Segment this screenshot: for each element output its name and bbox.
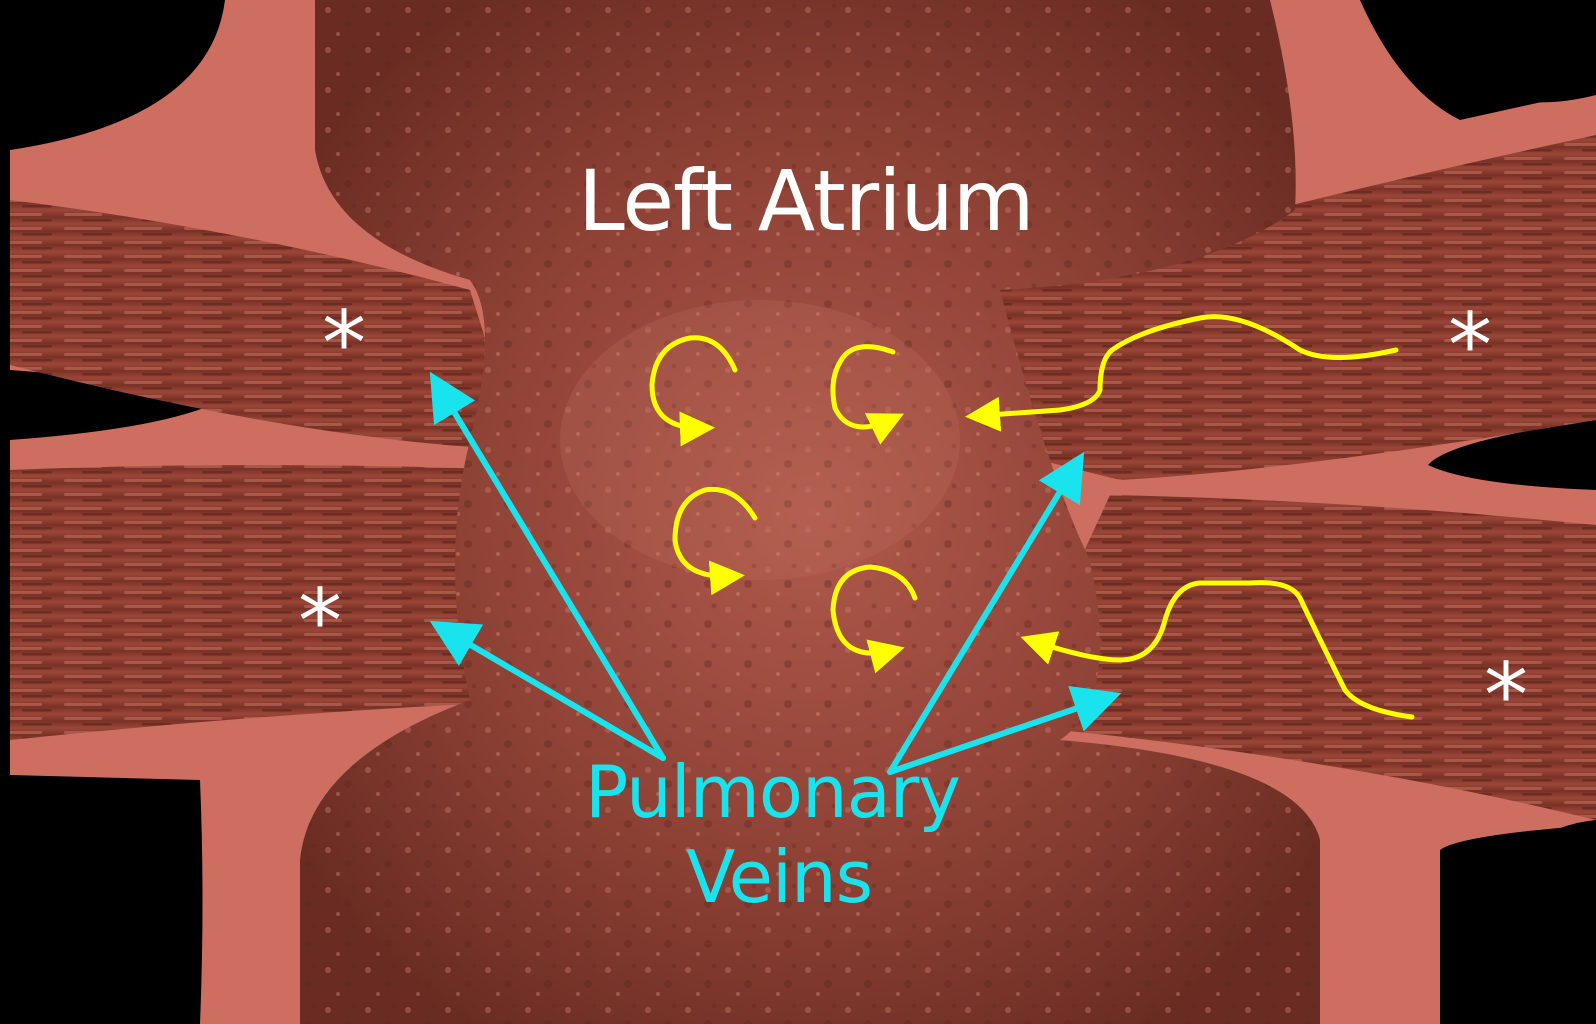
vein-marker-asterisk: *: [322, 300, 366, 388]
vein-marker-asterisk: *: [298, 578, 342, 666]
pulmonary-veins-label-line1: Pulmonary: [585, 750, 960, 834]
left-atrium-label: Left Atrium: [578, 152, 1034, 250]
pulmonary-veins-label-line2: Veins: [686, 835, 872, 919]
vein-marker-asterisk: *: [1484, 652, 1528, 740]
vein-marker-asterisk: *: [1448, 302, 1492, 390]
